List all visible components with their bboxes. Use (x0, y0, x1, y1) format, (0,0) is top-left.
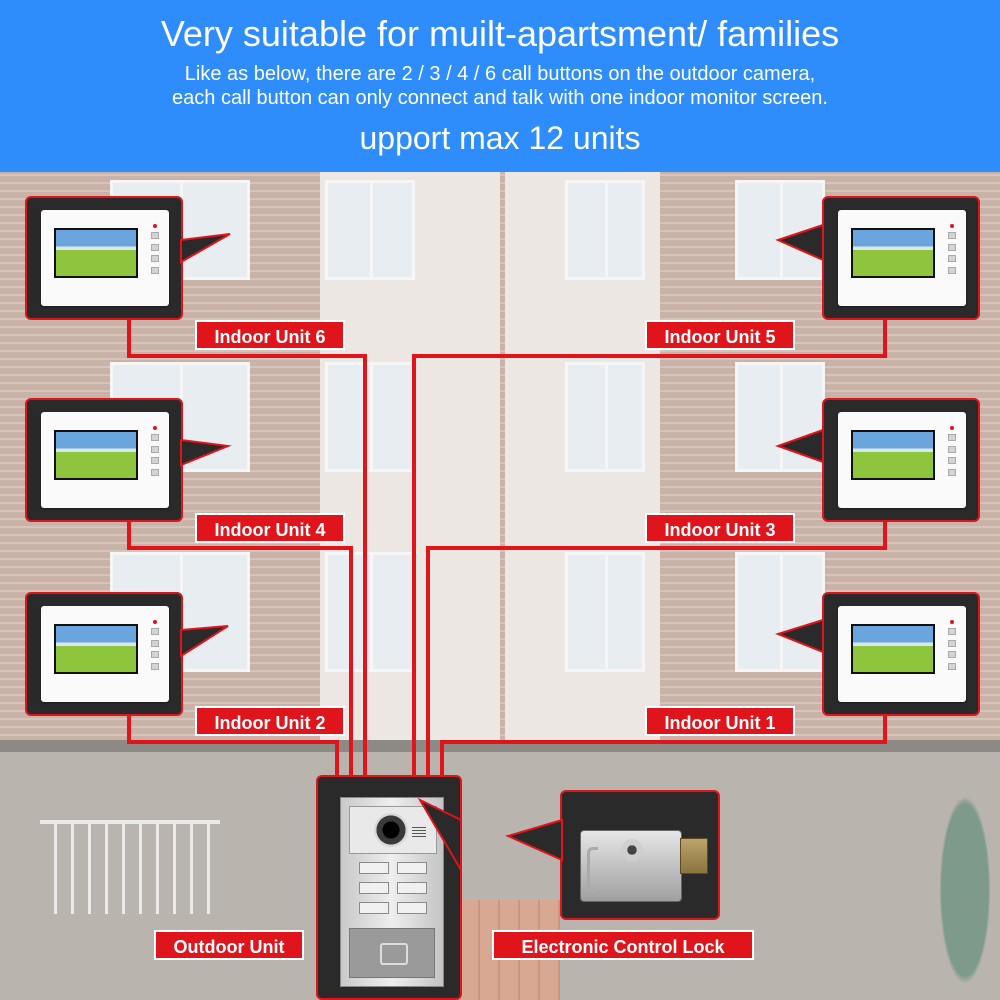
monitor-screen (851, 228, 935, 278)
indoor-unit-5-card (822, 196, 980, 320)
window (565, 362, 645, 472)
handrail (40, 820, 220, 914)
label-indoor-unit-2: Indoor Unit 2 (195, 706, 345, 736)
indoor-monitor (838, 606, 966, 702)
wire (127, 354, 367, 358)
wire (883, 318, 887, 356)
led-icon (950, 426, 954, 430)
wire (127, 516, 131, 548)
wire (426, 546, 430, 780)
indoor-unit-4-card (25, 398, 183, 522)
pointer-icon (775, 223, 824, 262)
monitor-screen (54, 430, 138, 480)
led-icon (153, 426, 157, 430)
speaker-icon (412, 827, 426, 837)
indoor-unit-6-card (25, 196, 183, 320)
outdoor-panel (340, 797, 444, 987)
banner-max-units: upport max 12 units (359, 120, 641, 156)
pointer-icon (180, 438, 232, 467)
pointer-icon (775, 428, 824, 464)
banner-title: Very suitable for muilt-apartsment/ fami… (160, 13, 840, 54)
indoor-monitor (41, 210, 169, 306)
pointer-icon (417, 797, 462, 874)
call-button (397, 882, 427, 894)
indoor-unit-1-card (822, 592, 980, 716)
window (325, 180, 415, 280)
wire (363, 354, 367, 780)
electronic-lock-card (560, 790, 720, 920)
window (565, 180, 645, 280)
indoor-monitor (41, 412, 169, 508)
call-button (359, 862, 389, 874)
label-indoor-unit-4: Indoor Unit 4 (195, 513, 345, 543)
led-icon (950, 224, 954, 228)
wire (335, 740, 339, 780)
monitor-buttons (151, 434, 159, 476)
lock-cylinder-icon (621, 839, 643, 861)
wire (127, 546, 353, 550)
monitor-screen (54, 228, 138, 278)
call-button (397, 862, 427, 874)
wire (127, 318, 131, 356)
wire (127, 740, 339, 744)
indoor-unit-3-card (822, 398, 980, 522)
label-indoor-unit-3: Indoor Unit 3 (645, 513, 795, 543)
wire (127, 710, 131, 742)
label-outdoor-unit: Outdoor Unit (154, 930, 304, 960)
banner-subtitle-line2: each call button can only connect and ta… (172, 87, 828, 109)
monitor-buttons (948, 434, 956, 476)
rfid-reader-icon (349, 928, 435, 978)
wire (440, 740, 887, 744)
call-buttons (359, 862, 427, 922)
wire (412, 354, 416, 780)
wire (349, 546, 353, 780)
window (565, 552, 645, 672)
indoor-monitor (41, 606, 169, 702)
label-indoor-unit-1: Indoor Unit 1 (645, 706, 795, 736)
wire (440, 740, 444, 780)
indoor-monitor (838, 412, 966, 508)
pointer-icon (180, 233, 231, 264)
led-icon (153, 224, 157, 228)
call-button (397, 902, 427, 914)
wire (426, 546, 887, 550)
lock-body (580, 830, 682, 902)
wire (883, 710, 887, 742)
label-indoor-unit-6: Indoor Unit 6 (195, 320, 345, 350)
monitor-buttons (151, 628, 159, 670)
label-electronic-control-lock: Electronic Control Lock (492, 930, 754, 960)
wire (412, 354, 887, 358)
lock-bracket (587, 847, 598, 893)
monitor-screen (54, 624, 138, 674)
pointer-icon (180, 625, 229, 658)
indoor-unit-2-card (25, 592, 183, 716)
monitor-buttons (948, 232, 956, 274)
monitor-screen (851, 624, 935, 674)
window (325, 362, 415, 472)
banner-subtitle-line1: Like as below, there are 2 / 3 / 4 / 6 c… (184, 63, 816, 85)
led-icon (950, 620, 954, 624)
lock-bolt-icon (680, 838, 708, 874)
camera-lens-icon (374, 813, 408, 847)
monitor-screen (851, 430, 935, 480)
monitor-buttons (948, 628, 956, 670)
header-banner: Very suitable for muilt-apartsment/ fami… (0, 0, 1000, 172)
pointer-icon (505, 818, 563, 862)
indoor-monitor (838, 210, 966, 306)
wire (883, 516, 887, 548)
label-indoor-unit-5: Indoor Unit 5 (645, 320, 795, 350)
call-button (359, 882, 389, 894)
pointer-icon (775, 618, 824, 654)
monitor-buttons (151, 232, 159, 274)
call-button (359, 902, 389, 914)
tree (935, 780, 995, 1000)
camera-area (349, 806, 437, 854)
window (325, 552, 415, 672)
led-icon (153, 620, 157, 624)
